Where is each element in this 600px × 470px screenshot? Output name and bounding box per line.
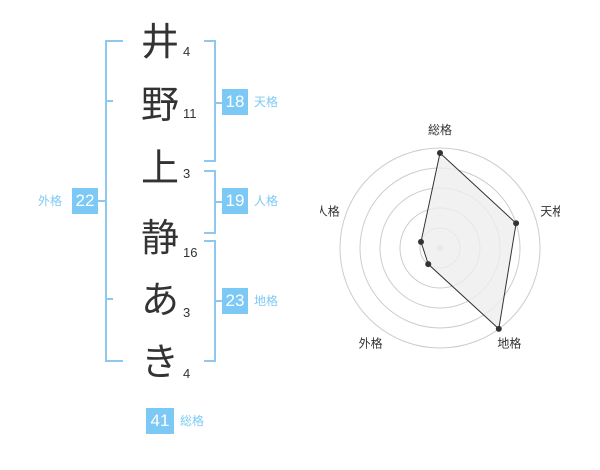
gaikaku-tick-1 [105,100,113,102]
gaikaku-connector [98,200,106,202]
tenkaku-value: 18 [222,89,248,115]
name-char-5: あ [140,278,179,322]
radar-axis-label-0: 総格 [428,122,452,137]
gaikaku-tick-2 [105,298,113,300]
chikaku-label: 地格 [254,294,279,308]
radar-axis-label-3: 外格 [359,335,383,350]
soukaku-label: 総格 [180,414,205,428]
gaikaku-label: 外格 [38,194,63,208]
jinkaku-value: 19 [222,188,248,214]
soukaku-value: 41 [146,408,174,434]
radar-point-4 [417,238,424,245]
stroke-count-4: 16 [183,245,198,260]
name-char-6: き [140,340,179,384]
radar-axis-label-2: 地格 [497,335,521,350]
radar-point-3 [425,261,432,268]
stroke-count-1: 4 [183,44,191,59]
tenkaku-label: 天格 [254,95,279,109]
name-char-2: 野 [140,83,179,127]
tenkaku-connector [215,102,223,104]
radar-point-2 [495,325,502,332]
gaikaku-value: 22 [72,188,98,214]
radar-polygon [420,152,517,330]
stroke-count-5: 3 [183,305,191,320]
name-char-3: 上 [140,146,179,190]
jinkaku-label: 人格 [254,194,279,208]
tenkaku-bracket [204,40,216,162]
name-char-1: 井 [140,20,179,64]
stroke-count-3: 3 [183,166,191,181]
stroke-count-6: 4 [183,366,191,381]
radar-point-0 [437,150,443,156]
chikaku-value: 23 [222,288,248,314]
chikaku-connector [215,300,223,302]
radar-axis-label-4: 人格 [320,204,340,219]
gaikaku-bracket [105,40,123,362]
radar-grid-ring [339,147,541,349]
radar-axis-label-1: 天格 [540,204,560,219]
name-char-4: 静 [140,216,179,260]
jinkaku-connector [215,201,223,203]
radar-point-1 [513,220,520,227]
stroke-count-2: 11 [183,106,197,121]
